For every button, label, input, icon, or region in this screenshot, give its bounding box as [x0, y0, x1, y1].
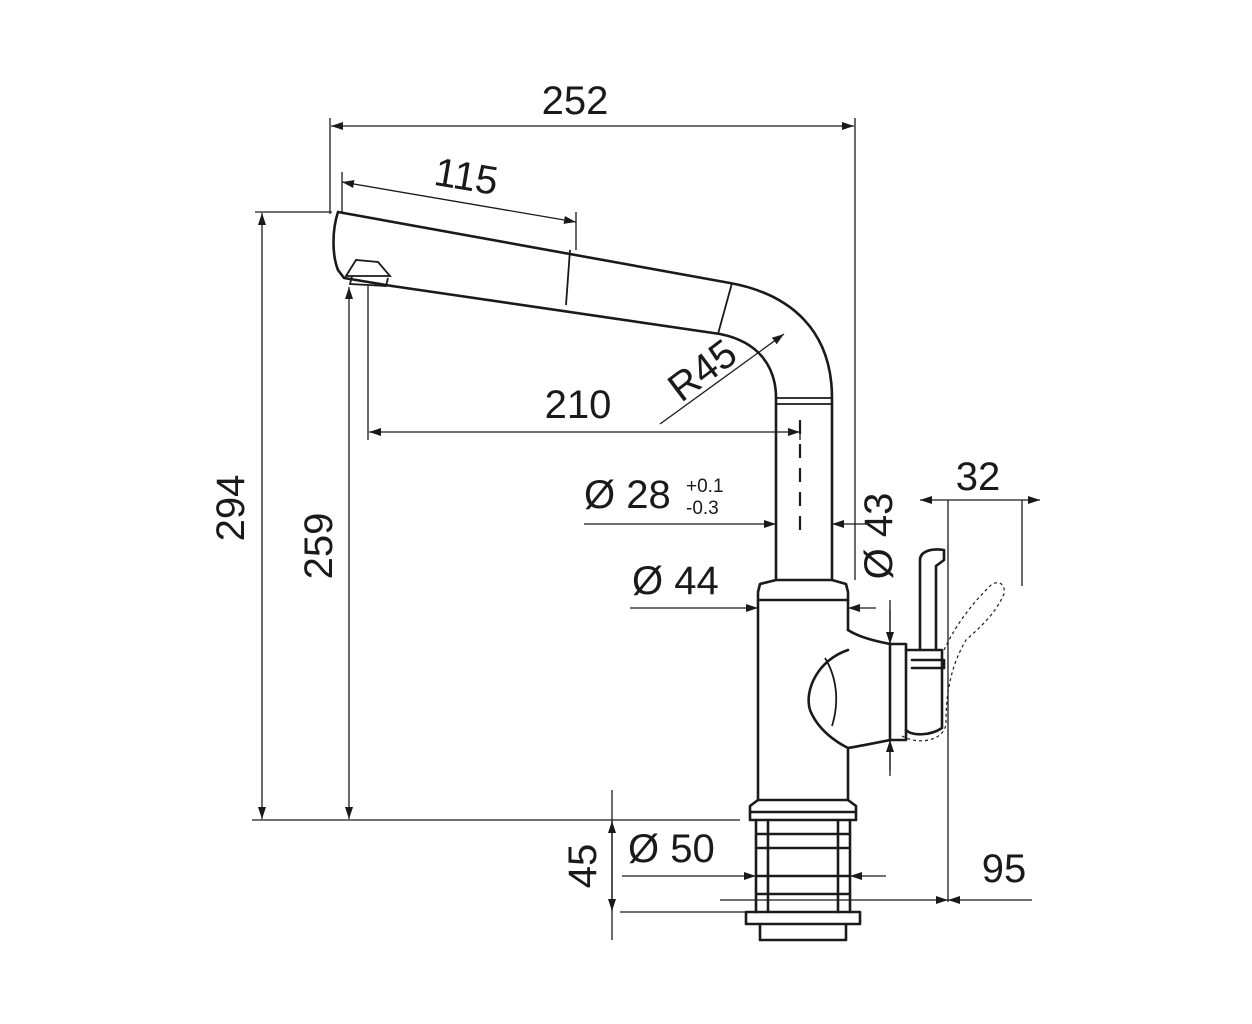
faucet-body: [756, 598, 850, 802]
label-tube-tolerance-lower: -0.3: [686, 498, 719, 519]
extension-lines: [252, 118, 1023, 940]
label-tube-diameter: Ø 28: [584, 473, 671, 517]
lever-swing-ghost: [901, 582, 1005, 742]
label-tube-tolerance-upper: +0.1: [686, 476, 724, 497]
base-flange: [748, 798, 858, 822]
spout-arm: [332, 210, 834, 582]
spout-joint-line-2: [717, 282, 733, 335]
mounting-nut: [744, 910, 862, 942]
label-outlet-height: 259: [297, 513, 341, 580]
dimension-labels: 252 115 210 R45 294 259 Ø 28 +0.1 -0.3 Ø…: [209, 79, 1026, 891]
label-handle-swing: 95: [982, 847, 1027, 891]
aerator: [336, 259, 394, 288]
label-total-width: 252: [542, 79, 609, 123]
label-total-height: 294: [209, 475, 253, 542]
label-spout-length: 115: [431, 150, 501, 204]
label-body-diameter: Ø 44: [632, 559, 719, 603]
label-mount-height: 45: [561, 844, 605, 889]
dim-line-bend-radius: [659, 333, 785, 425]
dimension-lines: [258, 122, 1040, 911]
label-base-diameter: Ø 50: [628, 827, 715, 871]
dim-line-spout-length: [341, 180, 577, 224]
label-reach: 210: [545, 383, 612, 427]
lever-handle: [910, 548, 946, 670]
label-handle-width: 32: [956, 455, 1001, 499]
handle-hub: [807, 628, 944, 750]
label-handle-diameter: Ø 43: [857, 493, 901, 580]
mounting-shank: [754, 818, 852, 914]
body-collar: [756, 578, 850, 602]
label-bend-radius: R45: [660, 331, 745, 410]
spout-joint-line: [565, 249, 571, 306]
